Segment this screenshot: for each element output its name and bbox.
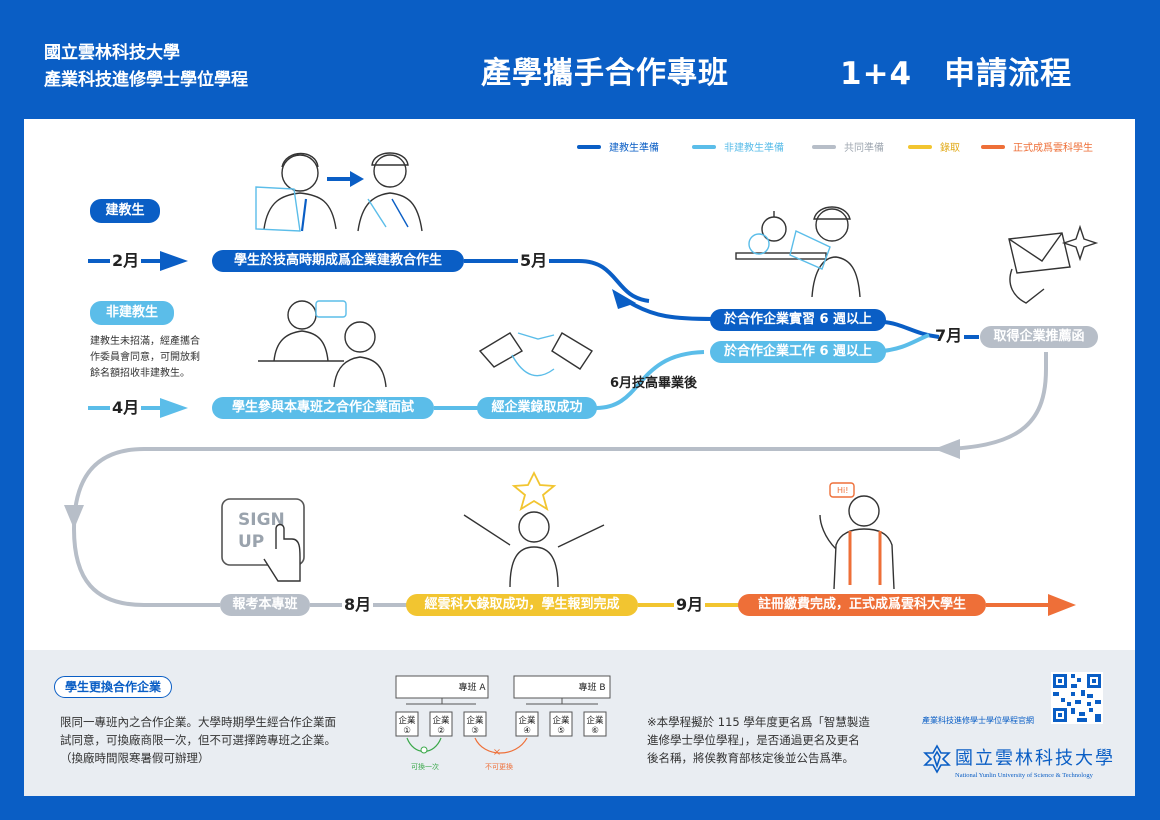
school-line2: 產業科技進修學士學位學程	[44, 70, 248, 90]
rename-line: 進修學士學位學程」，是否通過更名及更名	[647, 733, 860, 747]
cheering-student-icon	[463, 470, 605, 588]
switch-ok-label: 可換一次	[411, 763, 439, 771]
switch-no-label: 不可更換	[485, 763, 513, 771]
note-line: 建教生未招滿，經產攜合	[90, 336, 200, 347]
coop-curve	[578, 259, 650, 303]
noncoop-note: 建教生未招滿，經產攜合 作委員會同意，可開放剩 餘名額招收非建教生。	[90, 334, 200, 382]
legend-item-coop: 建教生準備	[577, 139, 659, 154]
legend-item-common: 共同準備	[812, 139, 884, 154]
noncoop-line-3	[881, 333, 930, 353]
step-yuntech-admit: 經雲科大錄取成功，學生報到完成	[406, 594, 638, 616]
engineer-icon	[735, 206, 861, 298]
page-subtitle: 1+4 申請流程	[840, 56, 1073, 92]
transform-arrow-head	[350, 171, 364, 187]
common-arrow-2	[64, 505, 84, 529]
svg-text:×: ×	[493, 747, 501, 758]
body-line: 試同意，可換廠商限一次，但不可選擇跨專班之企業。	[60, 733, 336, 747]
month-aug: 8月	[342, 595, 374, 614]
class-a-label: 專班 A	[458, 683, 486, 693]
handshake-icon	[478, 332, 593, 377]
worker-icon	[357, 152, 423, 232]
track-noncoop-tag: 非建教生	[90, 301, 174, 325]
flow-lines: SIGN UP Hi!	[64, 152, 1099, 616]
body-line: （換廠時間限寒暑假可辦理）	[60, 751, 210, 765]
university-logo-icon	[923, 744, 951, 774]
legend-item-noncoop: 非建教生準備	[692, 139, 784, 154]
month-feb: 2月	[110, 251, 142, 270]
qr-code-icon[interactable]	[1051, 672, 1103, 724]
month-jul: 7月	[935, 326, 963, 345]
legend-item-admit: 錄取	[908, 139, 960, 154]
school-line1: 國立雲林科技大學	[44, 43, 180, 63]
step-interview: 學生參與本專班之合作企業面試	[212, 397, 434, 419]
switch-company-title: 學生更換合作企業	[54, 676, 173, 698]
month-sep: 9月	[674, 595, 706, 614]
letter-icon	[1008, 224, 1099, 304]
noncoop-curve	[595, 350, 705, 410]
university-name-en: National Yunlin University of Science & …	[955, 772, 1093, 779]
university-name-zh: 國立雲林科技大學	[955, 748, 1115, 769]
rename-notice: ※本學程擬於 115 學年度更名爲「智慧製造 進修學士學位學程」，是否通過更名及…	[647, 713, 870, 767]
switch-diagram: ×	[395, 675, 611, 758]
page-title: 產學攜手合作專班	[481, 56, 729, 91]
legend-label: 正式成爲雲科學生	[1013, 143, 1093, 154]
coop-line-3	[883, 320, 940, 339]
school-name: 國立雲林科技大學 產業科技進修學士學位學程	[44, 40, 248, 94]
noncoop-arrow-1	[160, 398, 188, 418]
step-apply: 報考本專班	[220, 594, 310, 616]
step-company-admit: 經企業錄取成功	[477, 397, 597, 419]
enroll-arrow	[1048, 594, 1076, 616]
coop-arrow-1	[160, 251, 188, 271]
common-loop	[71, 352, 1048, 607]
switch-no-arrow	[474, 737, 528, 754]
info-section: 學生更換合作企業 限同一專班內之合作企業。大學時期學生經合作企業面 試同意，可換…	[24, 650, 1135, 796]
flow-panel: SIGN UP Hi! 建教生準備 非建教生準備 共同準備 錄取 正式成爲雲科學…	[24, 119, 1135, 796]
note-line: 餘名額招收非建教生。	[90, 368, 190, 379]
waving-student-icon	[819, 482, 895, 590]
legend-label: 錄取	[940, 143, 960, 154]
step-coop-student: 學生於技高時期成爲企業建教合作生	[212, 250, 464, 272]
student-reading-icon	[255, 152, 337, 232]
step-work: 於合作企業工作 6 週以上	[710, 341, 886, 363]
interview-icon	[258, 300, 387, 388]
step-recommendation: 取得企業推薦函	[980, 326, 1098, 348]
month-apr: 4月	[110, 398, 142, 417]
legend-label: 共同準備	[844, 143, 884, 154]
step-enrolled: 註冊繳費完成，正式成爲雲科大學生	[738, 594, 986, 616]
switch-company-body: 限同一專班內之合作企業。大學時期學生經合作企業面 試同意，可換廠商限一次，但不可…	[60, 713, 336, 767]
graduation-label: 6月技高畢業後	[610, 376, 698, 391]
body-line: 限同一專班內之合作企業。大學時期學生經合作企業面	[60, 715, 336, 729]
step-internship: 於合作企業實習 6 週以上	[710, 309, 886, 331]
university-name: 國立雲林科技大學 National Yunlin University of S…	[955, 744, 1115, 779]
rename-line: ※本學程擬於 115 學年度更名爲「智慧製造	[647, 715, 870, 729]
sign-text: SIGN	[238, 510, 285, 530]
note-line: 作委員會同意，可開放剩	[90, 352, 200, 363]
website-label: 產業科技進修學士學位學程官網	[922, 716, 1034, 725]
coop-curve-2	[627, 300, 715, 321]
up-text: UP	[238, 532, 264, 552]
rename-line: 後名稱，將俟教育部核定後並公告爲準。	[647, 751, 854, 765]
legend-label: 建教生準備	[609, 143, 659, 154]
hi-bubble-text: Hi!	[837, 486, 848, 495]
sign-up-icon: SIGN UP	[221, 498, 305, 582]
common-arrow-1	[934, 439, 960, 459]
legend-item-enroll: 正式成爲雲科學生	[981, 139, 1093, 154]
track-coop-tag: 建教生	[90, 199, 160, 223]
legend-label: 非建教生準備	[724, 143, 784, 154]
month-may: 5月	[518, 251, 550, 270]
class-b-label: 專班 B	[578, 683, 606, 693]
